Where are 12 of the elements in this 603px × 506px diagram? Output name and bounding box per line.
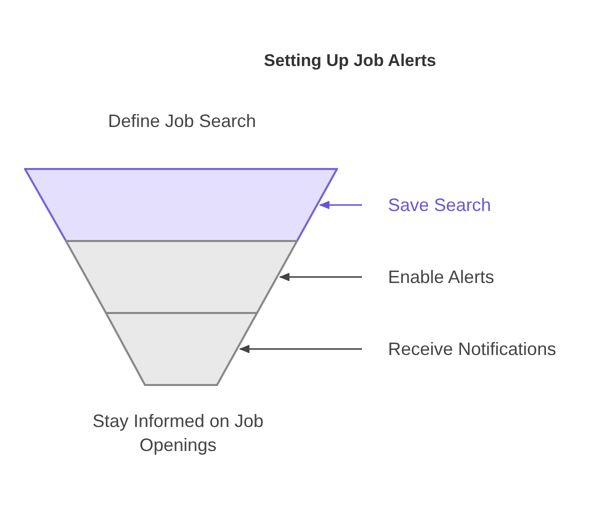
funnel-band xyxy=(65,240,298,314)
step-label: Save Search xyxy=(388,193,492,217)
diagram-title: Setting Up Job Alerts xyxy=(262,51,438,71)
funnel-band xyxy=(24,168,338,242)
arrow xyxy=(278,272,362,282)
arrow xyxy=(238,344,362,354)
step-label: Receive Notifications xyxy=(388,337,556,361)
arrow xyxy=(318,200,362,210)
step-label: Enable Alerts xyxy=(388,265,494,289)
stage-caption: Stay Informed on Job Openings xyxy=(91,410,265,457)
stage-caption: Define Job Search xyxy=(106,110,258,133)
funnel-band xyxy=(105,312,258,386)
